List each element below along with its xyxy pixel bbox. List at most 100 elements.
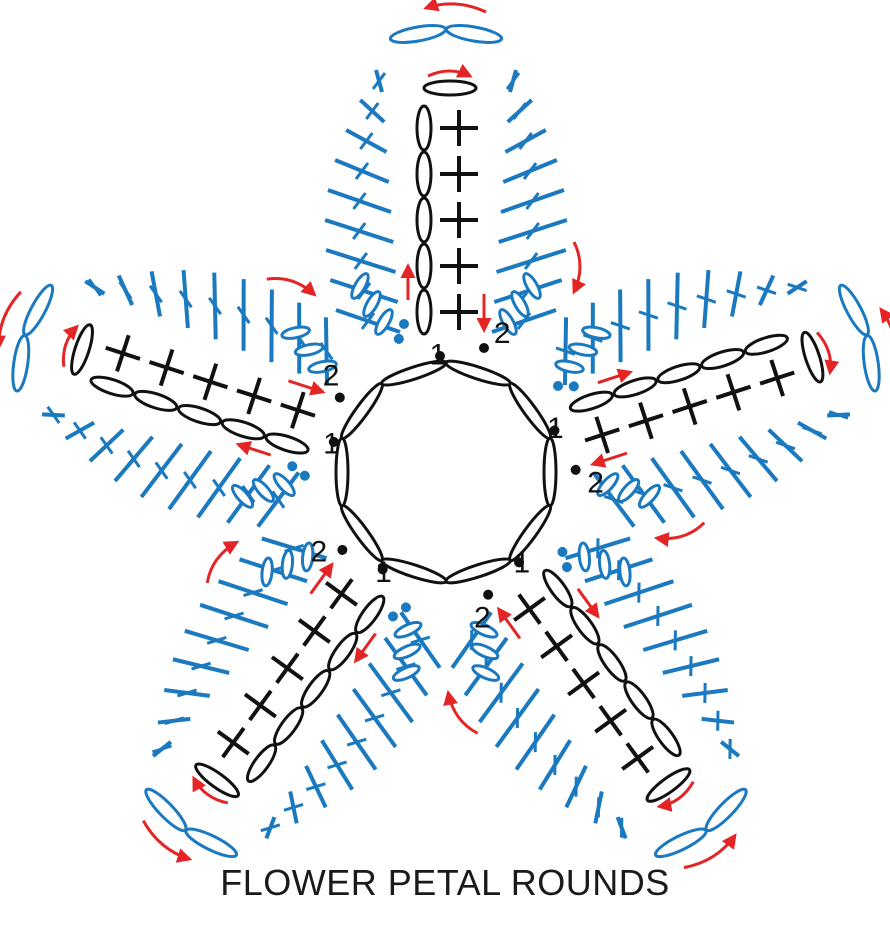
petal	[400, 536, 748, 870]
round2-stitch-bar	[354, 162, 370, 180]
round2-slip-stitch	[299, 470, 310, 481]
round2-tip-chain	[704, 787, 748, 833]
round1-single-crochet-post	[148, 360, 185, 376]
round2-stitch-bar	[518, 132, 533, 150]
round2-stitch-bar	[346, 737, 367, 747]
ring-chain-stitch	[380, 359, 448, 387]
direction-arrow	[656, 781, 695, 812]
round1-chain-stitch	[245, 743, 278, 784]
round1-chain-stitch	[650, 717, 682, 758]
round1-single-crochet-post	[275, 652, 300, 684]
round2-chain-loop	[300, 541, 315, 573]
round2-stitch-bar	[523, 252, 539, 270]
round2-chain-loop	[393, 620, 423, 639]
round2-stitch-bar	[533, 732, 537, 753]
direction-arrow	[496, 606, 522, 640]
round1-chain-stitch	[612, 376, 658, 399]
direction-arrow	[309, 562, 334, 595]
round2-stitch-bar	[410, 635, 431, 645]
round2-tip-chain	[388, 24, 448, 44]
round2-stitch-bar	[177, 688, 198, 698]
direction-arrow	[235, 441, 272, 457]
center-ring	[334, 359, 558, 585]
round1-label: 1	[429, 338, 446, 371]
round1-chain-stitch	[415, 104, 433, 152]
round2-slip-stitch	[399, 319, 409, 329]
round2-tip-chain	[184, 827, 239, 859]
round2-chain-loop	[374, 308, 394, 336]
round1-single-crochet-post	[715, 384, 752, 400]
round1-single-crochet-post	[584, 427, 620, 443]
direction-arrow	[0, 290, 22, 351]
round2-stitch-bar	[164, 716, 185, 726]
round2-chain-loop	[637, 483, 662, 509]
round1-single-crochet-post	[302, 615, 327, 647]
petal	[549, 269, 890, 557]
round2-slip-stitch	[561, 562, 572, 573]
round2-stitch-bar	[283, 803, 304, 812]
round2-stitch-bar	[178, 289, 193, 309]
round2-slip-stitch	[557, 546, 568, 557]
round2-stitch-bar	[208, 296, 222, 316]
direction-arrow	[576, 587, 600, 619]
round2-stitch-bar	[243, 588, 264, 598]
petal	[324, 0, 586, 391]
round1-chain-stitch	[415, 150, 433, 198]
round1-chain-stitch	[133, 389, 179, 412]
round2-chain-loop	[498, 308, 518, 336]
round1-turning-chain	[70, 323, 94, 376]
round1-slip-stitch	[570, 464, 581, 475]
round1-label: 1	[513, 546, 530, 579]
round2-stitch-bar	[574, 776, 578, 797]
round2-chain-loop	[567, 342, 599, 357]
round2-chain-loop	[510, 290, 530, 318]
round2-stitch-bar	[224, 611, 245, 621]
round2-stitch-bar	[673, 630, 677, 651]
round2-stitch-bar	[667, 301, 687, 311]
round1-chain-stitch	[743, 333, 789, 356]
round1-single-crochet-post	[571, 667, 596, 700]
round2-chain-loop	[230, 483, 255, 509]
round1-single-crochet-post	[248, 689, 273, 722]
round2-chain-loop	[554, 359, 585, 374]
round2-stitch-bar	[525, 192, 540, 210]
round2-label: 2	[323, 360, 340, 393]
round2-slip-stitch	[387, 611, 398, 622]
round1-slip-stitch	[328, 436, 339, 447]
round2-chain-loop	[260, 556, 274, 588]
round1-single-crochet-post	[192, 374, 229, 390]
round1-slip-stitch	[483, 589, 494, 600]
round1-label: 1	[375, 556, 392, 589]
round1-chain-stitch	[264, 432, 310, 455]
round2-stitch-bar	[351, 222, 367, 240]
direction-arrow	[653, 521, 706, 547]
round1-single-crochet-post	[759, 370, 795, 386]
ring-chain-stitch	[444, 359, 512, 387]
round2-stitch-bar	[716, 710, 720, 731]
round1-chain-stitch	[354, 594, 386, 635]
round2-stitch-bar	[46, 405, 61, 424]
round2-stitch-bar	[236, 305, 251, 325]
direction-arrow	[61, 324, 79, 367]
direction-arrow	[287, 379, 326, 396]
round2-stitch-bar	[596, 797, 601, 818]
petal	[141, 470, 442, 863]
round2-stitch-bar	[555, 346, 576, 356]
round2-chain-loop	[391, 664, 421, 682]
round2-slip-stitch	[393, 333, 404, 344]
round2-stitch-bar	[305, 782, 326, 791]
round2-stitch-bar	[656, 605, 660, 626]
round1-chain-stitch	[273, 706, 305, 746]
round2-stitch-bar	[515, 707, 520, 729]
round1-single-crochet-post	[544, 630, 569, 663]
round2-stitch-bar	[87, 278, 102, 297]
round2-stitch-bar	[619, 817, 624, 838]
round2-stitch-bar	[99, 436, 114, 455]
round2-tip-chain	[11, 334, 31, 393]
round2-stitch-bar	[499, 682, 503, 703]
round2-stitch-bar	[72, 421, 87, 440]
round1-single-crochet-post	[628, 413, 664, 429]
direction-arrow	[879, 307, 890, 369]
round1-turning-chain	[422, 79, 478, 97]
round1-chain-stitch	[327, 631, 359, 672]
